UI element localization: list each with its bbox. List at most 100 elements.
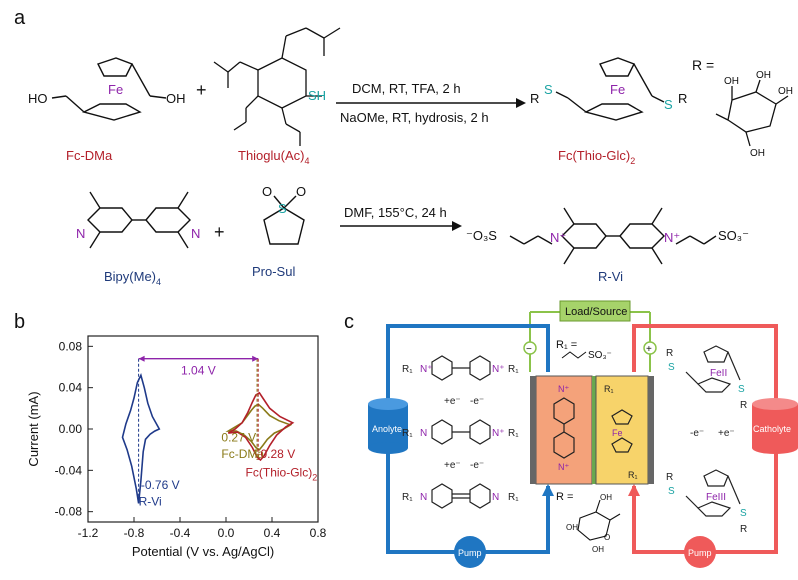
v3-n-left: N	[420, 492, 427, 503]
catholyte-loop-top	[632, 324, 778, 400]
fc-dma-fe: Fe	[108, 82, 123, 97]
y-tick-label: 0.04	[59, 381, 83, 395]
gap-label: 1.04 V	[181, 364, 216, 378]
v1-r1-right: R₁	[508, 364, 519, 375]
series-line-fc-thio-glc-2	[227, 391, 295, 462]
rvi-label: R-Vi	[139, 494, 162, 508]
x-axis-label: Potential (V vs. Ag/AgCl)	[132, 544, 274, 559]
electrode-minus	[523, 341, 537, 355]
conditions-1-top: DCM, RT, TFA, 2 h	[352, 81, 461, 96]
y-tick-label: -0.08	[55, 505, 83, 519]
chamber-fe: Fe	[612, 428, 623, 438]
electrode-right	[648, 376, 654, 484]
v3-r1-left: R₁	[402, 492, 413, 503]
bipy-n-right: N	[191, 226, 200, 241]
r-vi-structure	[509, 207, 717, 265]
pump-left	[454, 536, 486, 568]
load-source-box	[559, 300, 631, 322]
pro-sul-o-2: O	[296, 184, 306, 199]
gap-arrow-left-head	[138, 355, 145, 362]
fc3-r-right: R	[740, 524, 747, 535]
plus-2: +	[214, 222, 225, 242]
electrode-plus-sign: +	[646, 344, 652, 355]
fc-thio-curve-label: Fc(Thio-Glc)2	[246, 466, 318, 483]
fc-thio-potential-label: 0.28 V	[261, 447, 296, 461]
pro-sul-s: S	[278, 201, 287, 216]
panel-label-c: c	[344, 311, 354, 333]
electrode-plus	[643, 341, 657, 355]
fc3-s-left: S	[668, 486, 675, 497]
thioglu-label: Thioglu(Ac)4​	[238, 148, 309, 166]
x-tick-label: -0.4	[170, 526, 191, 540]
glucose-structure-c	[577, 499, 621, 541]
reaction-arrow-1-head	[516, 98, 526, 108]
y-axis-label: Current (mA)	[26, 391, 41, 466]
fc3-label: FeIII	[706, 492, 726, 503]
pro-sul-label: Pro-Sul	[252, 264, 295, 279]
ferrocene-states	[685, 345, 741, 517]
viologen-states	[431, 355, 491, 509]
r-definition: R =	[692, 57, 714, 73]
chamber-n-top: N⁺	[558, 384, 569, 394]
panel-label-b: b	[14, 311, 25, 333]
fc-step-e-out: -e⁻	[690, 428, 704, 439]
membrane	[592, 376, 596, 484]
r-def-c: R =	[556, 491, 573, 503]
product-1-label: Fc(Thio-Glc)2	[558, 148, 635, 166]
v3-r1-right: R₁	[508, 492, 519, 503]
product-s-left: S	[544, 82, 553, 97]
electrode-minus-sign: −	[526, 344, 532, 355]
catholyte-flow-arrow	[628, 484, 640, 496]
x-tick-label: 0.8	[310, 526, 327, 540]
pro-sul-o-1: O	[262, 184, 272, 199]
v1-r1-left: R₁	[402, 364, 413, 375]
electrode-left	[530, 376, 536, 484]
anolyte-loop-top	[386, 324, 550, 400]
glc-c-o: O	[604, 533, 610, 542]
glc-c-oh-1: OH	[600, 493, 612, 502]
product-fe: Fe	[610, 82, 625, 97]
bipy-n-left: N	[76, 226, 85, 241]
pump-right-label: Pump	[688, 548, 712, 558]
bipy-structure	[87, 191, 191, 249]
v-step2-e-in: +e⁻	[444, 460, 461, 471]
v1-n-right: N⁺	[492, 364, 505, 375]
fc-step-e-in: +e⁻	[718, 428, 735, 439]
chamber-r1-bottom: R₁	[628, 470, 638, 480]
thioglu-structure	[213, 27, 341, 146]
glc-c-oh-3: OH	[592, 545, 604, 554]
fc-dma-ho: HO	[28, 91, 48, 106]
fc1-s-right: S	[738, 384, 745, 395]
conditions-1-bottom: NaOMe, RT, hydrosis, 2 h	[340, 110, 489, 125]
fc3-s-right: S	[740, 508, 747, 519]
v2-n-right: N⁺	[492, 428, 505, 439]
glc-oh-4: OH	[750, 148, 765, 159]
glc-oh-3: OH	[778, 86, 793, 97]
pro-sul-structure	[263, 195, 305, 245]
plus-1: +	[196, 80, 207, 100]
fc1-r-right: R	[740, 400, 747, 411]
fc-dma-label: Fc-DMa	[66, 148, 113, 163]
anolyte-tank	[368, 398, 408, 454]
y-tick-label: 0.08	[59, 339, 83, 353]
catholyte-tank	[752, 398, 798, 454]
r1-chain	[561, 351, 587, 359]
fc-dma-structure	[51, 57, 167, 121]
x-tick-label: 0.0	[218, 526, 235, 540]
r-vi-right-group: SO₃⁻	[718, 228, 749, 243]
r-vi-label: R-Vi	[598, 269, 623, 284]
catholyte-label: Catholyte	[753, 424, 791, 434]
chamber-n-bottom: N⁺	[558, 462, 569, 472]
fc2-label: FeII	[710, 368, 727, 379]
x-tick-label: 0.4	[264, 526, 281, 540]
chamber-r1: R₁	[604, 384, 614, 394]
y-tick-label: -0.04	[55, 463, 83, 477]
rvi-potential-label: -0.76 V	[141, 478, 180, 492]
fc1-r-left: R	[666, 348, 673, 359]
v-step1-e-in: +e⁻	[444, 396, 461, 407]
chamber-viologen	[553, 397, 575, 459]
r-vi-nplus-right: N⁺	[664, 230, 680, 245]
panel-label-a: a	[14, 7, 26, 29]
